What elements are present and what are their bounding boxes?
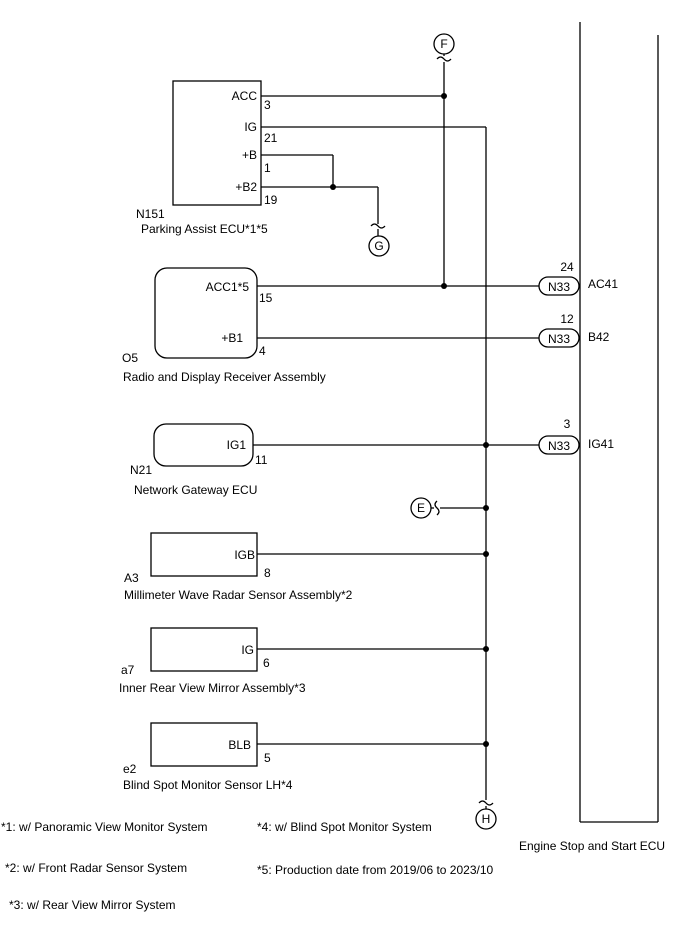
pin-label-b2: +B2 (235, 180, 257, 194)
engine-ecu-name: Engine Stop and Start ECU (519, 839, 665, 853)
component-name-parking-assist: Parking Assist ECU*1*5 (141, 222, 268, 236)
pin-label-igb: IGB (234, 548, 255, 562)
pin-number-19: 19 (264, 193, 278, 207)
component-code-o5: O5 (122, 351, 138, 365)
pin-number-6: 6 (263, 656, 270, 670)
ecu-pin-number-24: 24 (560, 260, 574, 274)
component-code-a7: a7 (121, 663, 135, 677)
footnote-3: *3: w/ Rear View Mirror System (9, 898, 175, 912)
ecu-pin-label-ig41: IG41 (588, 437, 614, 451)
footnote-2: *2: w/ Front Radar Sensor System (5, 861, 187, 875)
pin-number-8: 8 (264, 566, 271, 580)
footnote-1: *1: w/ Panoramic View Monitor System (1, 820, 208, 834)
connector-e-label: E (417, 501, 425, 515)
connector-h-label: H (482, 812, 491, 826)
off-page-connector-f: F (433, 33, 455, 62)
connector-g-label: G (374, 239, 383, 253)
blind-spot-sensor: BLB 5 e2 Blind Spot Monitor Sensor LH*4 (123, 722, 293, 792)
footnotes: *1: w/ Panoramic View Monitor System *2:… (1, 820, 493, 912)
component-code-e2: e2 (123, 762, 137, 776)
pin-number-5: 5 (264, 751, 271, 765)
connector-f-label: F (440, 37, 447, 51)
component-code-n151: N151 (136, 207, 165, 221)
footnote-5: *5: Production date from 2019/06 to 2023… (257, 863, 493, 877)
splice-points (330, 93, 489, 747)
pin-label-acc: ACC (232, 89, 258, 103)
pin-label-acc1: ACC1*5 (206, 280, 250, 294)
network-gateway-ecu: IG1 11 N21 Network Gateway ECU (130, 423, 268, 497)
pin-number-15: 15 (259, 291, 273, 305)
ecu-pin-number-12: 12 (560, 312, 574, 326)
engine-ecu: Engine Stop and Start ECU (519, 22, 665, 853)
radar-sensor-assembly: IGB 8 A3 Millimeter Wave Radar Sensor As… (124, 532, 353, 602)
pin-label-ig1: IG1 (227, 438, 247, 452)
pin-number-21: 21 (264, 131, 278, 145)
pin-label-b: +B (242, 148, 257, 162)
wires (253, 62, 580, 800)
rear-view-mirror-assembly: IG 6 a7 Inner Rear View Mirror Assembly*… (119, 627, 306, 695)
pin-label-ig-mirror: IG (241, 643, 254, 657)
component-code-a3: A3 (124, 571, 139, 585)
pin-number-11: 11 (255, 453, 268, 467)
component-name-gateway: Network Gateway ECU (134, 483, 257, 497)
n33-connector-ac41: N33 24 AC41 (538, 260, 618, 296)
ecu-pin-label-ac41: AC41 (588, 277, 618, 291)
component-code-n21: N21 (130, 463, 152, 477)
radio-display-receiver: ACC1*5 15 +B1 4 O5 Radio and Display Rec… (122, 267, 326, 384)
parking-assist-ecu: ACC 3 IG 21 +B 1 +B2 19 N151 Parking Ass… (136, 80, 278, 236)
component-name-radar: Millimeter Wave Radar Sensor Assembly*2 (124, 588, 353, 602)
connector-n33-label: N33 (548, 439, 570, 453)
footnote-4: *4: w/ Blind Spot Monitor System (257, 820, 432, 834)
off-page-connector-g: G (368, 223, 390, 257)
component-name-mirror: Inner Rear View Mirror Assembly*3 (119, 681, 306, 695)
n33-connector-ig41: N33 3 IG41 (538, 417, 614, 455)
pin-number-4: 4 (259, 344, 266, 358)
off-page-connector-h: H (475, 800, 497, 830)
pin-number-1: 1 (264, 161, 271, 175)
ecu-pin-number-3: 3 (564, 417, 571, 431)
connector-n33-label: N33 (548, 332, 570, 346)
connector-n33-label: N33 (548, 280, 570, 294)
component-name-radio: Radio and Display Receiver Assembly (123, 370, 326, 384)
ecu-pin-label-b42: B42 (588, 330, 610, 344)
component-name-blind-spot: Blind Spot Monitor Sensor LH*4 (123, 778, 293, 792)
pin-label-blb: BLB (228, 738, 251, 752)
off-page-connector-e: E (410, 497, 440, 519)
pin-label-ig: IG (244, 120, 257, 134)
pin-number-3: 3 (264, 98, 271, 112)
n33-connector-b42: N33 12 B42 (538, 312, 610, 348)
pin-label-b1: +B1 (221, 331, 243, 345)
